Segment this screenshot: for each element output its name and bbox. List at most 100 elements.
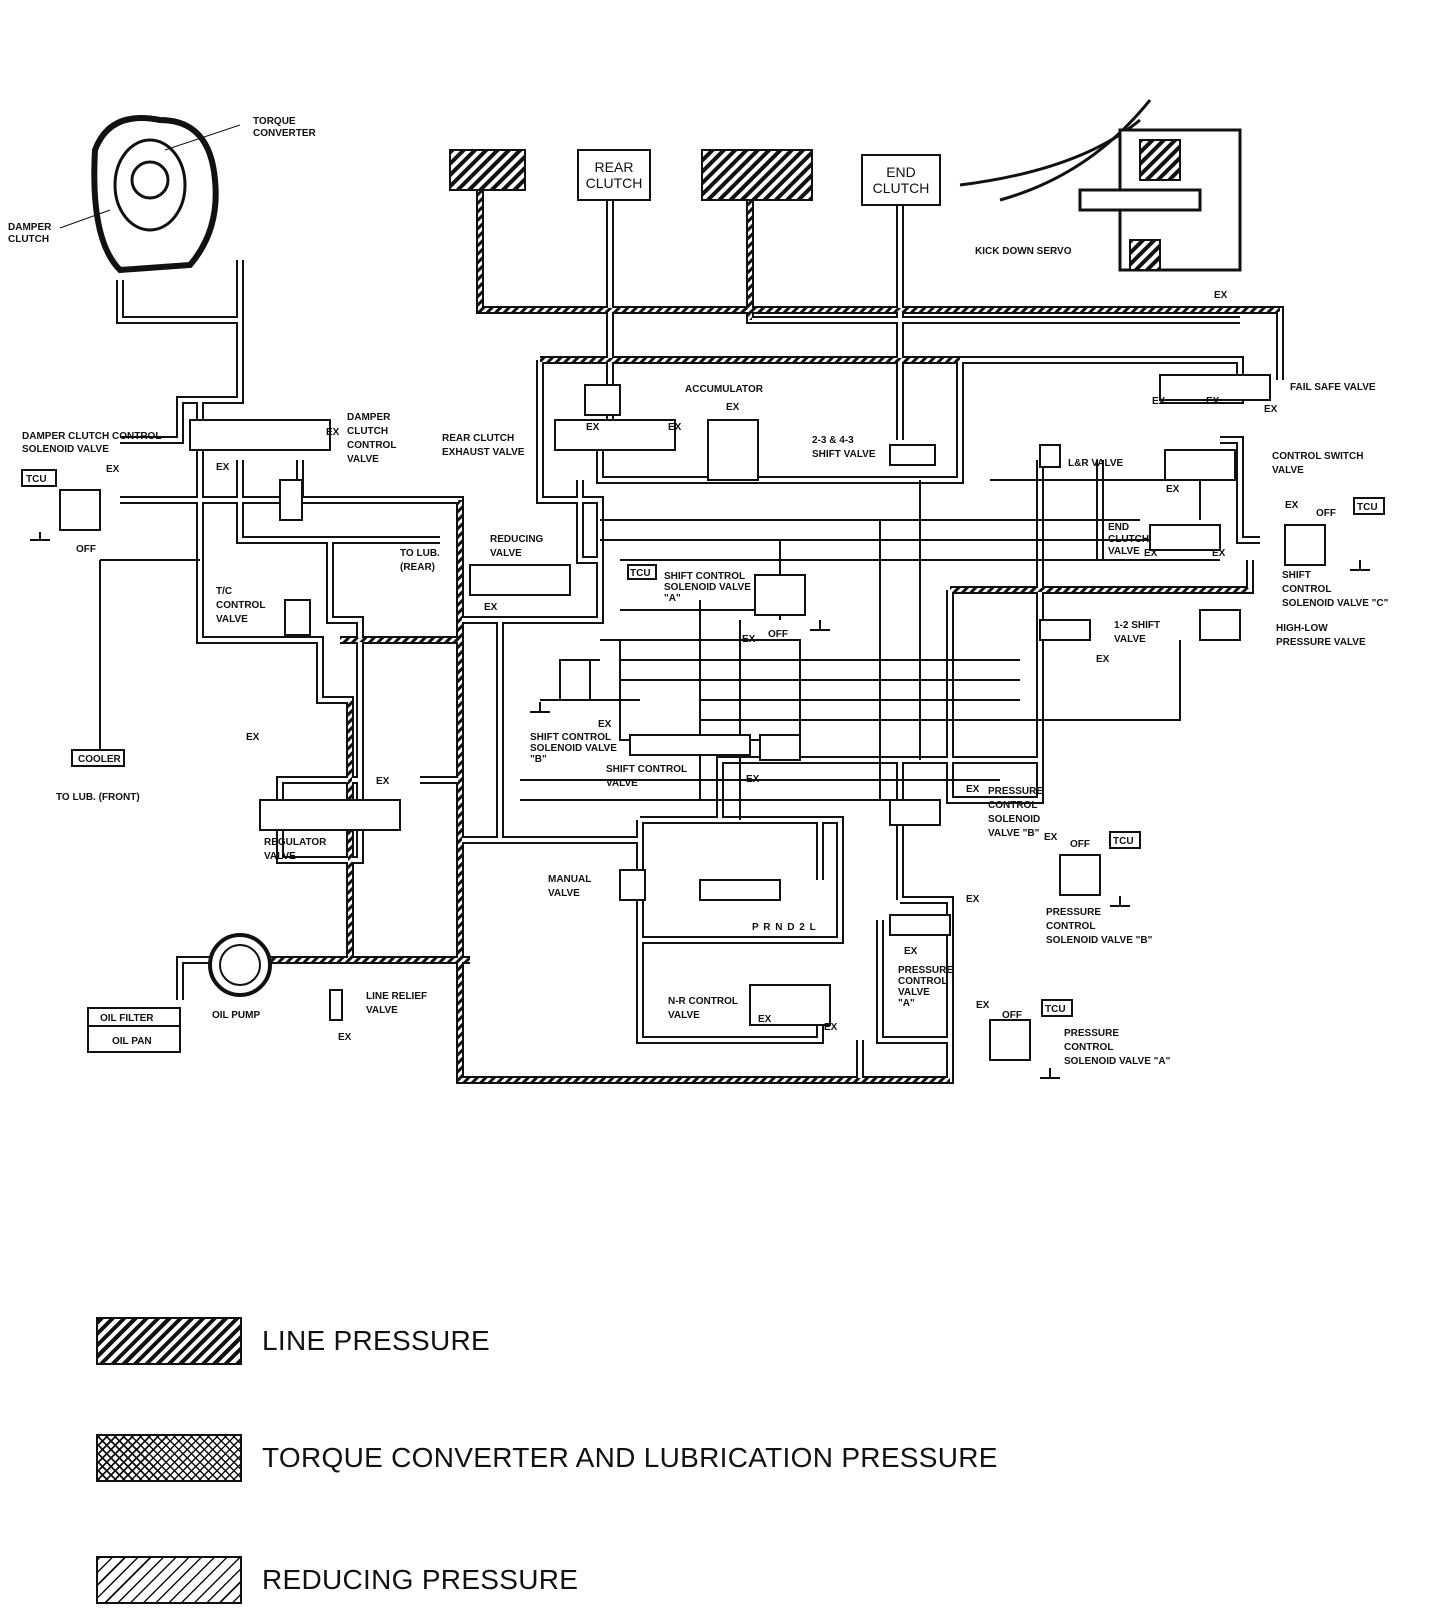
legend-label: LINE PRESSURE: [262, 1325, 490, 1356]
label-ex: EX: [598, 719, 612, 730]
oil-pump: [208, 933, 272, 997]
label-ex: EX: [326, 427, 340, 438]
label-off: OFF: [1316, 508, 1336, 519]
label-tcu: TCU: [1357, 502, 1378, 513]
label-lr-valve: L&R VALVE: [1068, 458, 1124, 469]
tcu-boxes: [21, 469, 1385, 1017]
label-off: OFF: [1070, 839, 1090, 850]
cooler-box: [71, 749, 125, 767]
label-oil-filter: OIL FILTER: [100, 1013, 154, 1024]
label-ex: EX: [904, 946, 918, 957]
legend-item-line-pressure: LINE PRESSURE: [96, 1315, 490, 1367]
label-ex: EX: [376, 776, 390, 787]
label-ex: EX: [966, 894, 980, 905]
label-kick-down-servo: KICK DOWN SERVO: [975, 246, 1072, 257]
pipe-network: [99, 190, 1284, 1084]
label-ex: EX: [1214, 290, 1228, 301]
transmission-housing: [959, 99, 1242, 272]
label-tcu: TCU: [26, 474, 47, 485]
oil-pan-box: [87, 1025, 181, 1053]
label-ex: EX: [1096, 654, 1110, 665]
label-oil-pump: OIL PUMP: [212, 1010, 260, 1021]
label-off: OFF: [76, 544, 96, 555]
label-ex: EX: [484, 602, 498, 613]
label-tcu: TCU: [630, 568, 651, 579]
label-ex: EX: [246, 732, 260, 743]
torque-converter: [59, 115, 241, 274]
top-hatched-box-2: [701, 149, 813, 201]
label-ex: EX: [216, 462, 230, 473]
label-selector: P R N D 2 L: [752, 922, 816, 933]
label-ex: EX: [106, 464, 120, 475]
label-tcu: TCU: [1113, 836, 1134, 847]
label-ex: EX: [1212, 548, 1226, 559]
label-ex: EX: [742, 634, 756, 645]
tc-lubrication-swatch: [96, 1434, 242, 1482]
label-ex: EX: [1206, 396, 1220, 407]
label-to-lub-rear: TO LUB.(REAR): [400, 548, 440, 573]
label-fail-safe-valve: FAIL SAFE VALVE: [1290, 382, 1376, 393]
ground-symbols: [30, 532, 1370, 1079]
label-ex: EX: [1144, 548, 1158, 559]
reducing-pressure-swatch: [96, 1556, 242, 1604]
label-ex: EX: [1166, 484, 1180, 495]
label-ex: EX: [338, 1032, 352, 1043]
legend-label: TORQUE CONVERTER AND LUBRICATION PRESSUR…: [262, 1442, 998, 1473]
label-ex: EX: [668, 422, 682, 433]
label-off: OFF: [768, 629, 788, 640]
label-cooler: COOLER: [78, 754, 122, 765]
valve-bodies: [59, 374, 1326, 1061]
label-ex: EX: [1152, 396, 1166, 407]
label-ex: EX: [966, 784, 980, 795]
legend-item-reducing-pressure: REDUCING PRESSURE: [96, 1554, 578, 1606]
top-hatched-box-1: [449, 149, 526, 191]
label-ex: EX: [1285, 500, 1299, 511]
end-clutch-box: [861, 154, 941, 206]
label-ex: EX: [586, 422, 600, 433]
label-oil-pan: OIL PAN: [112, 1036, 152, 1047]
label-ex: EX: [824, 1022, 838, 1033]
label-ex: EX: [758, 1014, 772, 1025]
label-ex: EX: [976, 1000, 990, 1011]
label-accumulator: ACCUMULATOR: [685, 384, 764, 395]
line-pressure-swatch: [96, 1317, 242, 1365]
label-to-lub-front: TO LUB. (FRONT): [56, 792, 140, 803]
label-ex: EX: [1044, 832, 1058, 843]
label-tcu: TCU: [1045, 1004, 1066, 1015]
label-ex: EX: [1264, 404, 1278, 415]
rear-clutch-box: [577, 149, 651, 201]
label-off: OFF: [1002, 1010, 1022, 1021]
legend-label: REDUCING PRESSURE: [262, 1564, 579, 1595]
label-ex: EX: [746, 774, 760, 785]
label-ex: EX: [726, 402, 740, 413]
legend-item-tc-lubrication: TORQUE CONVERTER AND LUBRICATION PRESSUR…: [96, 1432, 998, 1484]
